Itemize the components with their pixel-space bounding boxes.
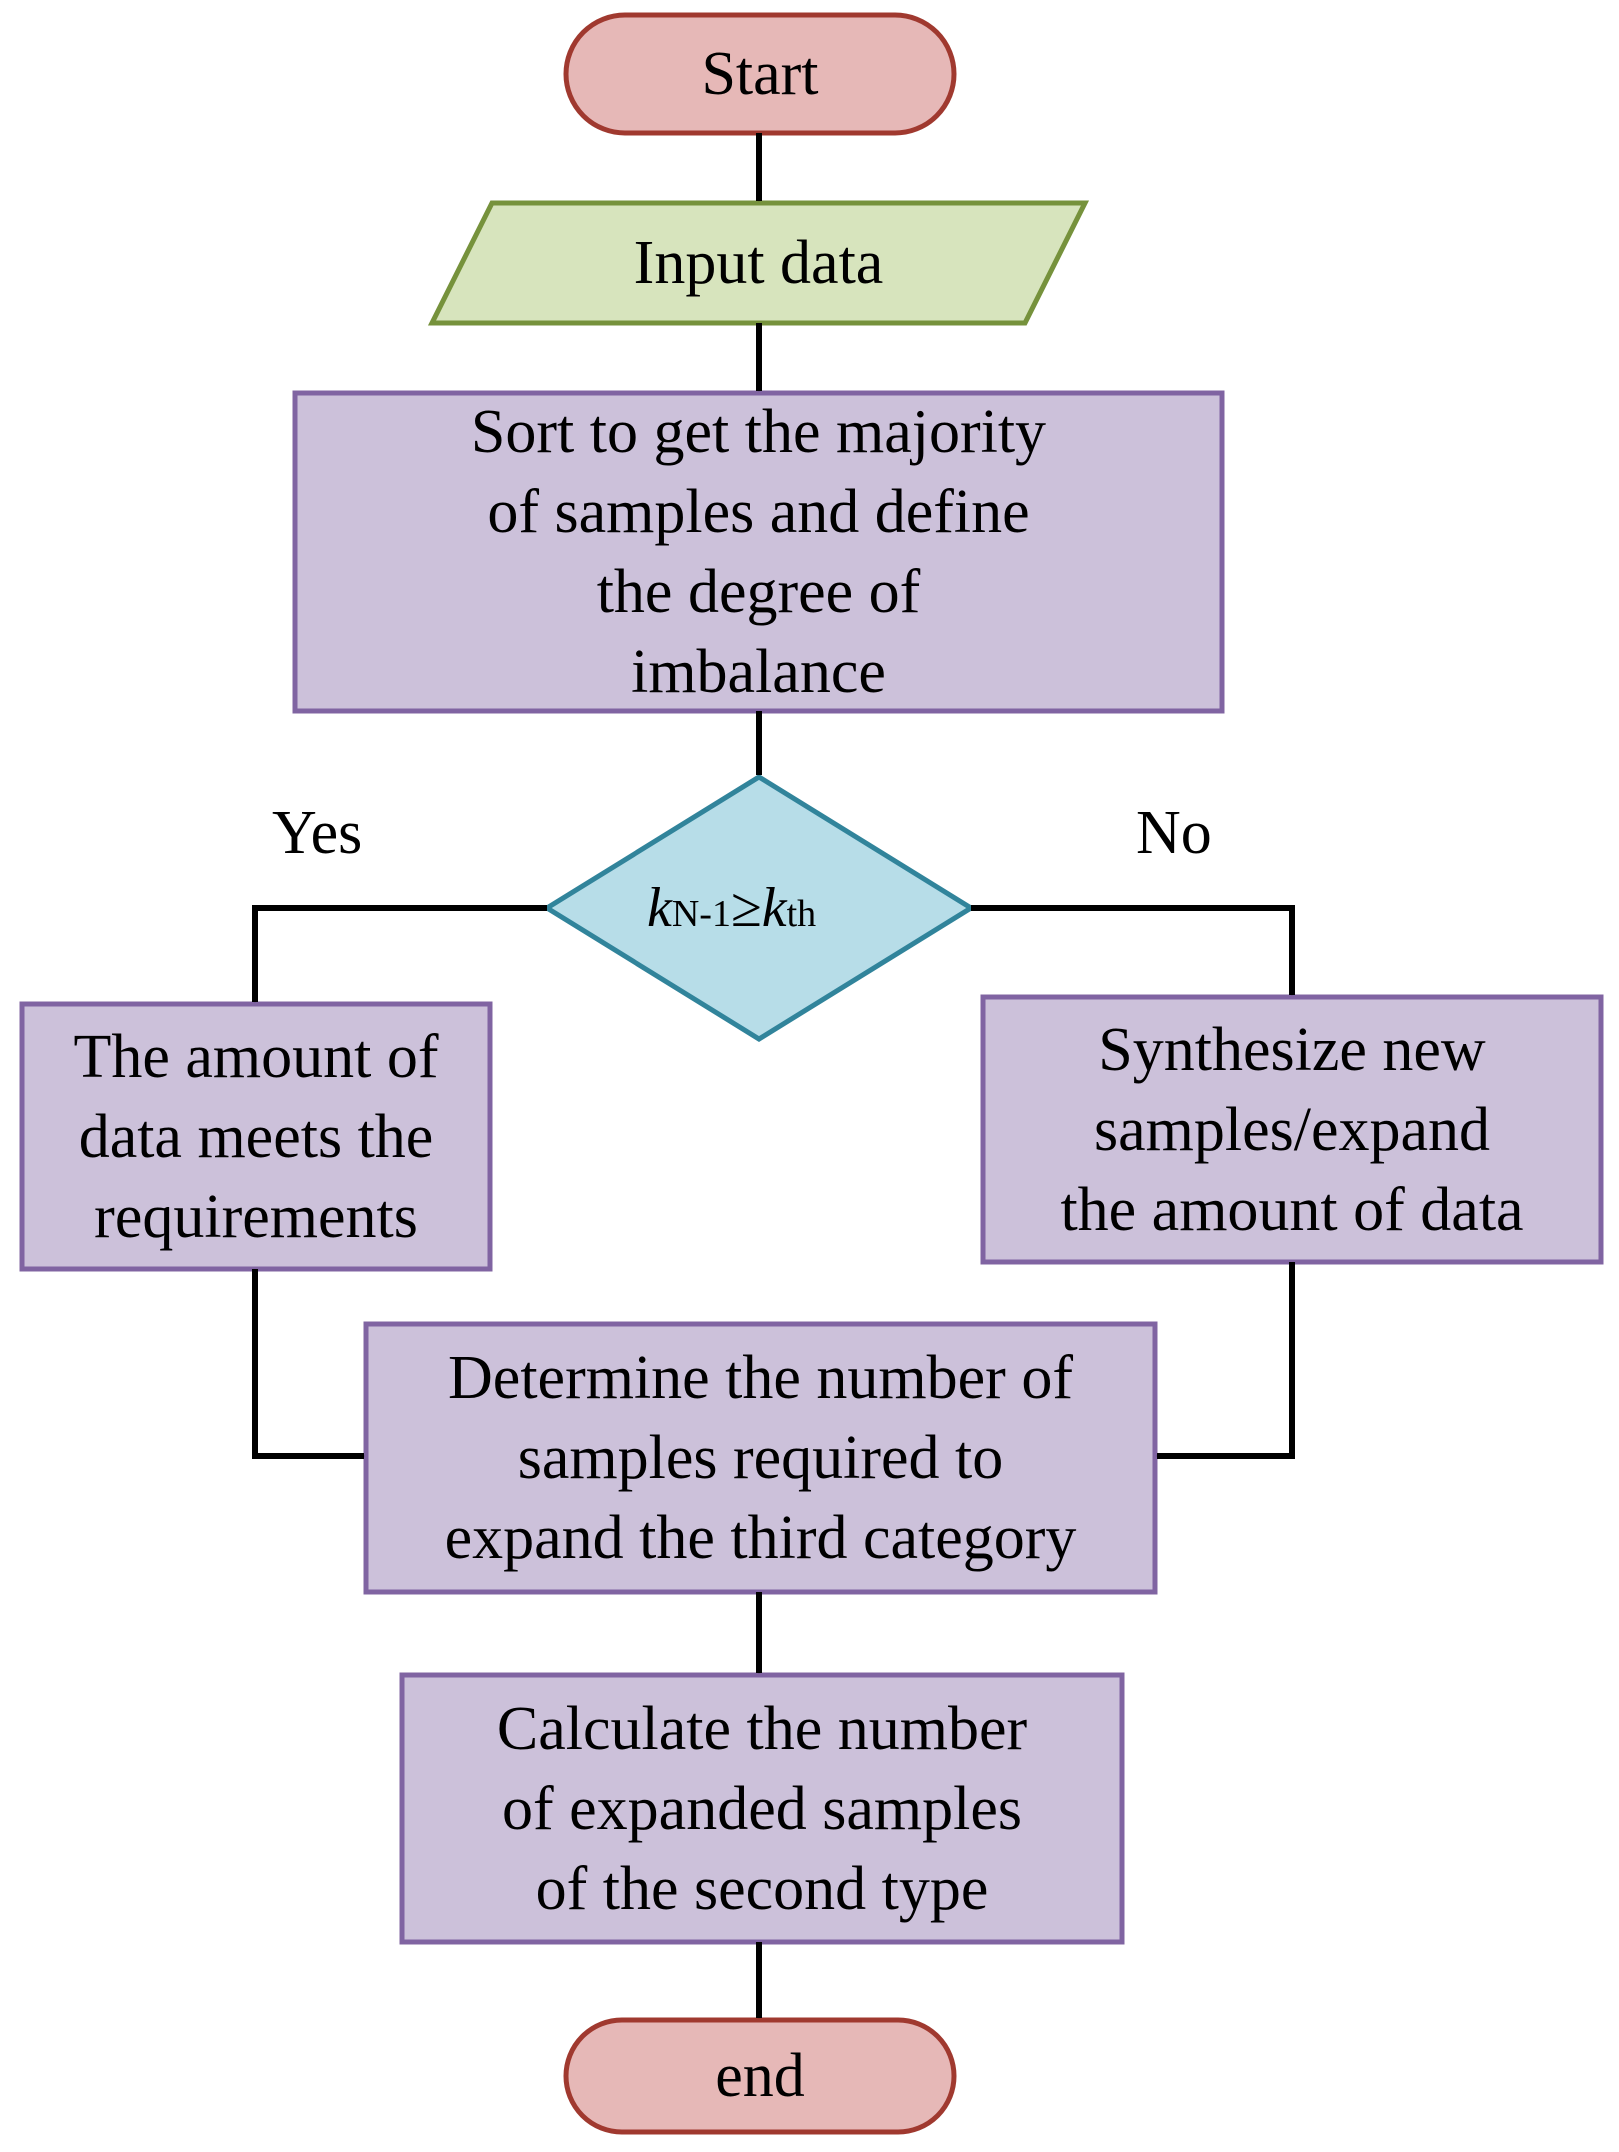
text-line: expand the third category [444,1504,1077,1572]
end-label: end [566,2020,954,2132]
arrow-synth-to-determine [1156,1262,1295,1459]
synthesize-samples-shape [980,994,1604,1265]
input-data-label: Input data [460,203,1057,323]
decision-sub2: th [786,893,817,935]
text-line: The amount of [73,1022,439,1091]
decision-condition: kN-1≥kth [647,873,816,949]
decision-diamond-shape [542,774,976,1042]
meets-requirements-label: The amount of data meets the requirements [22,1004,490,1269]
text-line: imbalance [631,638,886,706]
text-line: Determine the number of [448,1344,1073,1412]
text-line: samples/expand [1093,1095,1490,1164]
input-data-shape [427,200,1090,326]
text-line: Calculate the number [496,1694,1028,1763]
text-line: samples required to [517,1424,1004,1492]
meets-requirements-shape [19,1001,493,1272]
start-label: Start [566,15,954,133]
synthesize-samples-label: Synthesize new samples/expand the amount o… [983,997,1601,1262]
text-line: end [715,2042,805,2110]
text-line: of samples and define [487,478,1030,546]
arrow-meets-to-determine [252,1269,365,1459]
calculate-number-label: Calculate the number of expanded samples o… [402,1675,1122,1942]
text-line: Synthesize new [1098,1015,1486,1084]
arrow-decision-yes [252,905,547,1003]
text-line: the degree of [596,558,921,626]
decision-k1: k [647,877,672,939]
text-line: the amount of data [1060,1175,1524,1244]
decision-k2: k [761,877,787,939]
no-branch-label: No [1136,799,1212,867]
calculate-number-shape [399,1672,1125,1945]
sort-process-shape [292,390,1225,714]
decision-operator: ≥ [730,877,762,939]
text-line: data meets the [78,1102,434,1171]
text-line: Input data [633,229,884,297]
text-line: Start [701,40,819,108]
text-line: Sort to get the majority [470,398,1047,466]
text-line: requirements [94,1182,418,1251]
sort-process-label: Sort to get the majority of samples and d… [295,393,1222,711]
end-terminal-shape [563,2017,957,2135]
determine-number-label: Determine the number of samples required … [366,1324,1155,1592]
yes-branch-label: Yes [272,799,363,867]
text-line: of the second type [535,1854,989,1923]
arrow-decision-no [971,905,1295,996]
determine-number-shape [363,1321,1158,1595]
text-line: of expanded samples [502,1774,1022,1843]
decision-sub1: N-1 [671,893,731,935]
